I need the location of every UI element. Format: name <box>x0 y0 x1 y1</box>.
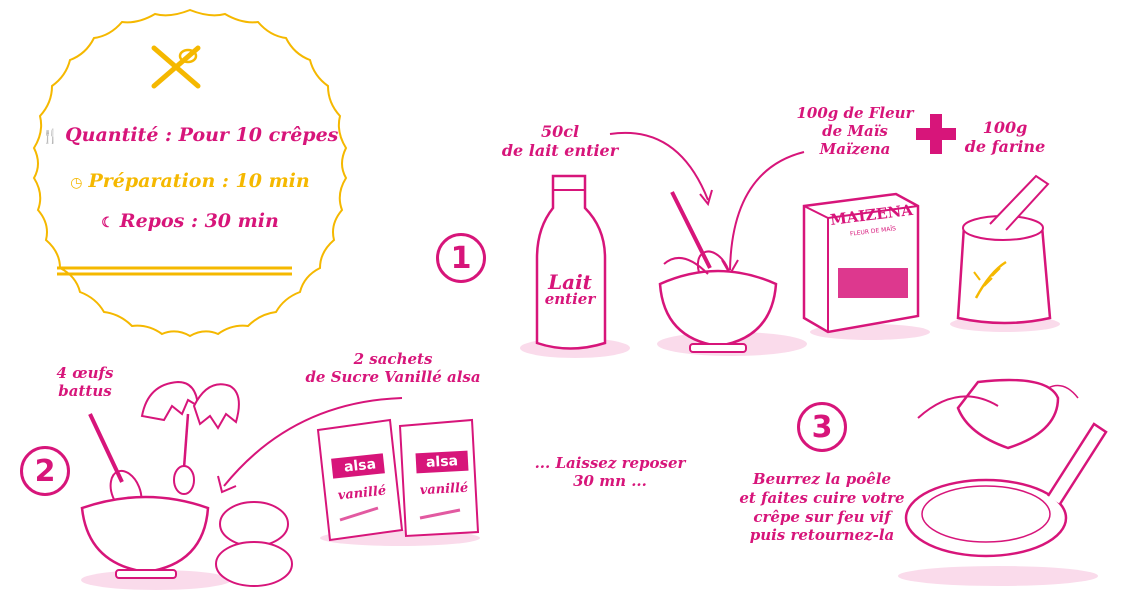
broken-egg-illustration <box>140 380 240 430</box>
sugar-sachets-illustration <box>316 418 480 546</box>
whisk-rolling-pin-icon <box>151 45 201 89</box>
mixing-bowl-illustration <box>657 191 807 356</box>
flour-sack-illustration <box>950 174 1060 332</box>
maizena-box-illustration <box>802 192 930 340</box>
cooking-instruction: Beurrez la poêle et faites cuire votre c… <box>739 470 905 545</box>
arrow-sugar-to-bowl <box>217 397 403 494</box>
plus-icon <box>916 114 956 154</box>
pan-crepe-illustration <box>898 378 1108 586</box>
whole-eggs-illustration <box>215 501 293 587</box>
arrow-milk-to-bowl <box>609 131 713 207</box>
eggs-label: 4 œufs battus <box>56 364 114 400</box>
maizena-label: 100g de Fleur de Maïs Maïzena <box>796 104 914 158</box>
sugar-label: 2 sachets de Sucre Vanillé alsa <box>305 350 481 386</box>
sachet-2-brand: alsa <box>425 453 459 471</box>
milk-bottle-illustration <box>520 174 630 358</box>
flour-label: 100g de farine <box>964 118 1046 157</box>
cutlery-icon: 🍴 <box>41 129 60 145</box>
quantity-line: 🍴Quantité : Pour 10 crêpes <box>41 124 339 146</box>
mixing-bowl-eggs-illustration <box>80 413 231 590</box>
rest-instruction: ... Laissez reposer 30 mn ... <box>534 454 686 490</box>
sachet-2-text: vanillé <box>419 480 469 499</box>
preparation-line: ◷Préparation : 10 min <box>70 170 310 192</box>
rest-line: ☾Repos : 30 min <box>101 210 279 232</box>
bottle-label: Lait entier <box>544 270 596 308</box>
step-3-number: 3 <box>797 402 847 452</box>
milk-label: 50cl de lait entier <box>501 122 619 161</box>
clock-icon: ◷ <box>70 175 83 191</box>
step-1-number: 1 <box>436 233 486 283</box>
info-badge-frame <box>32 8 348 338</box>
moon-icon: ☾ <box>101 215 114 231</box>
step-2-number: 2 <box>20 446 70 496</box>
